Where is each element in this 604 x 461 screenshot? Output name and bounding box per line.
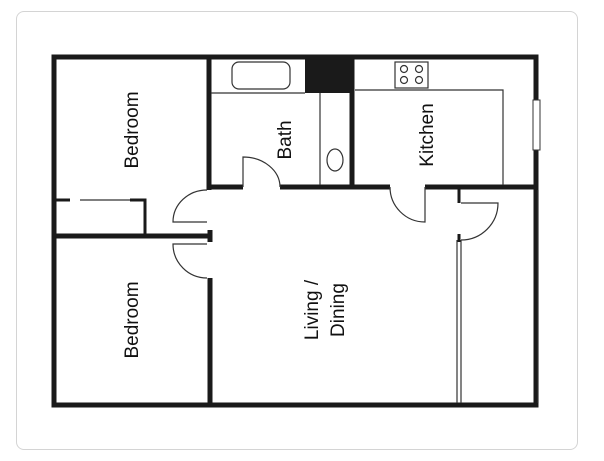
closet-wall bbox=[55, 198, 147, 236]
label-living-line1: Living / bbox=[302, 279, 323, 340]
kitchen-counter bbox=[355, 89, 504, 185]
bath-door bbox=[242, 156, 281, 188]
bedroom-bottom-door bbox=[172, 243, 208, 279]
label-bath: Bath bbox=[275, 120, 296, 159]
floorplan-card bbox=[16, 11, 578, 450]
kitchen-door bbox=[389, 186, 426, 223]
outer-wall bbox=[51, 54, 539, 408]
window bbox=[532, 99, 541, 151]
label-living-line2: Dining bbox=[328, 283, 349, 337]
toilet-icon bbox=[326, 148, 344, 172]
bedroom-top-door bbox=[172, 189, 208, 223]
stove-icon bbox=[394, 61, 429, 89]
label-bedroom-top: Bedroom bbox=[122, 91, 143, 168]
closet-door bbox=[460, 202, 499, 241]
label-kitchen: Kitchen bbox=[417, 103, 438, 166]
shaft-block bbox=[305, 57, 352, 93]
fixtures bbox=[70, 61, 539, 403]
bathtub-icon bbox=[231, 61, 291, 90]
label-bedroom-bottom: Bedroom bbox=[122, 281, 143, 358]
